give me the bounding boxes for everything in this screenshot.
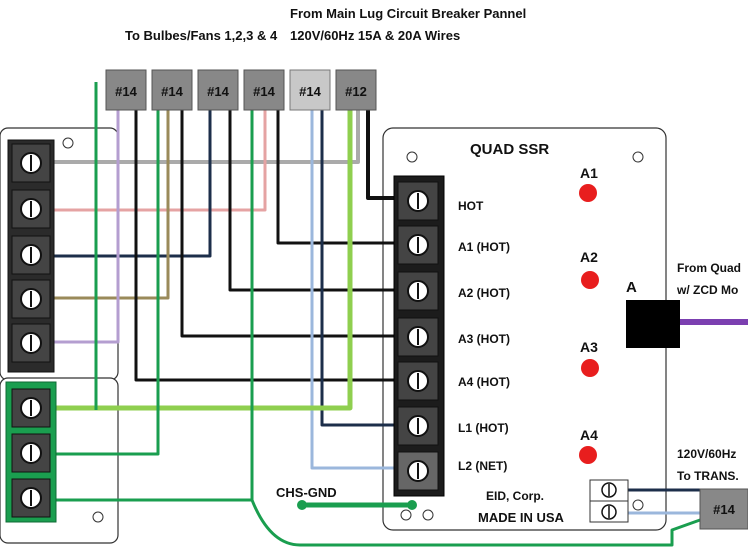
chassis-ground-label: CHS-GND [276, 485, 337, 500]
ssr-terminal-label: A4 (HOT) [458, 375, 510, 389]
wire-nut [105, 69, 147, 111]
wire-nut-label: #14 [299, 84, 321, 99]
wire-nut-label: #14 [115, 84, 137, 99]
trans-wire-nut [699, 488, 748, 530]
mount-hole [406, 151, 418, 163]
mount-hole [422, 509, 434, 521]
wire-nut-label: #14 [161, 84, 183, 99]
indicator-label: A3 [580, 339, 598, 355]
module-line2: w/ ZCD Mo [676, 283, 738, 297]
indicator-label: A4 [580, 427, 598, 443]
ssr-terminal-label: A2 (HOT) [458, 286, 510, 300]
ssr-terminal-label: L1 (HOT) [458, 421, 509, 435]
ssr-terminal-label: HOT [458, 199, 484, 213]
wire-nut [289, 69, 331, 111]
wire-l1 [320, 82, 415, 427]
indicator-label: A1 [580, 165, 598, 181]
wire-pink [40, 82, 267, 212]
module-letter: A [626, 279, 637, 296]
trans-line2: To TRANS. [677, 469, 739, 483]
mount-hole [92, 511, 104, 523]
wire-nut-label: #14 [253, 84, 275, 99]
zcd-module-connector [626, 300, 680, 348]
ssr-terminal-label: L2 (NET) [458, 459, 507, 473]
ground-dot [407, 500, 417, 510]
wire-a1 [276, 82, 415, 245]
wire-lavender [40, 82, 120, 344]
main-lug-label: From Main Lug Circuit Breaker Pannel [290, 6, 526, 21]
wire-olive [40, 82, 170, 300]
mount-hole [400, 509, 412, 521]
wire-nut [151, 69, 193, 111]
wire-nut [335, 69, 377, 111]
ssr-title: QUAD SSR [470, 141, 549, 158]
ssr-terminal-strip [393, 175, 445, 497]
wire-a3 [180, 82, 415, 338]
module-line1: From Quad [677, 261, 741, 275]
wire-a2 [228, 82, 415, 292]
mount-hole [632, 499, 644, 511]
wires-label: 120V/60Hz 15A & 20A Wires [290, 28, 460, 43]
ssr-terminal-label: A1 (HOT) [458, 240, 510, 254]
led-indicator [581, 359, 599, 377]
mount-hole [632, 151, 644, 163]
wire-nut [197, 69, 239, 111]
ground-dot [297, 500, 307, 510]
led-indicator [581, 271, 599, 289]
trans-line1: 120V/60Hz [677, 447, 736, 461]
wire-ground-green-1 [40, 82, 160, 456]
ssr-terminal-label: A3 (HOT) [458, 332, 510, 346]
wire-ground-trans [250, 499, 701, 547]
wire-nut-row: #14 #14 #14 #14 #14 #12 [105, 69, 377, 111]
manufacturer-label: EID, Corp. [486, 489, 544, 503]
wire-ground-light [40, 82, 353, 411]
wire-nut-label: #14 [207, 84, 229, 99]
bulbs-label: To Bulbes/Fans 1,2,3 & 4 [125, 28, 278, 43]
led-indicator [579, 446, 597, 464]
trans-wire-nut-label: #14 [713, 502, 735, 517]
indicator-label: A2 [580, 249, 598, 265]
left-terminals [11, 143, 51, 518]
wire-nut [243, 69, 285, 111]
led-indicator [579, 184, 597, 202]
mount-hole [62, 137, 74, 149]
wire-nut-label: #12 [345, 84, 367, 99]
wire-l2 [310, 82, 415, 470]
origin-label: MADE IN USA [478, 510, 565, 525]
